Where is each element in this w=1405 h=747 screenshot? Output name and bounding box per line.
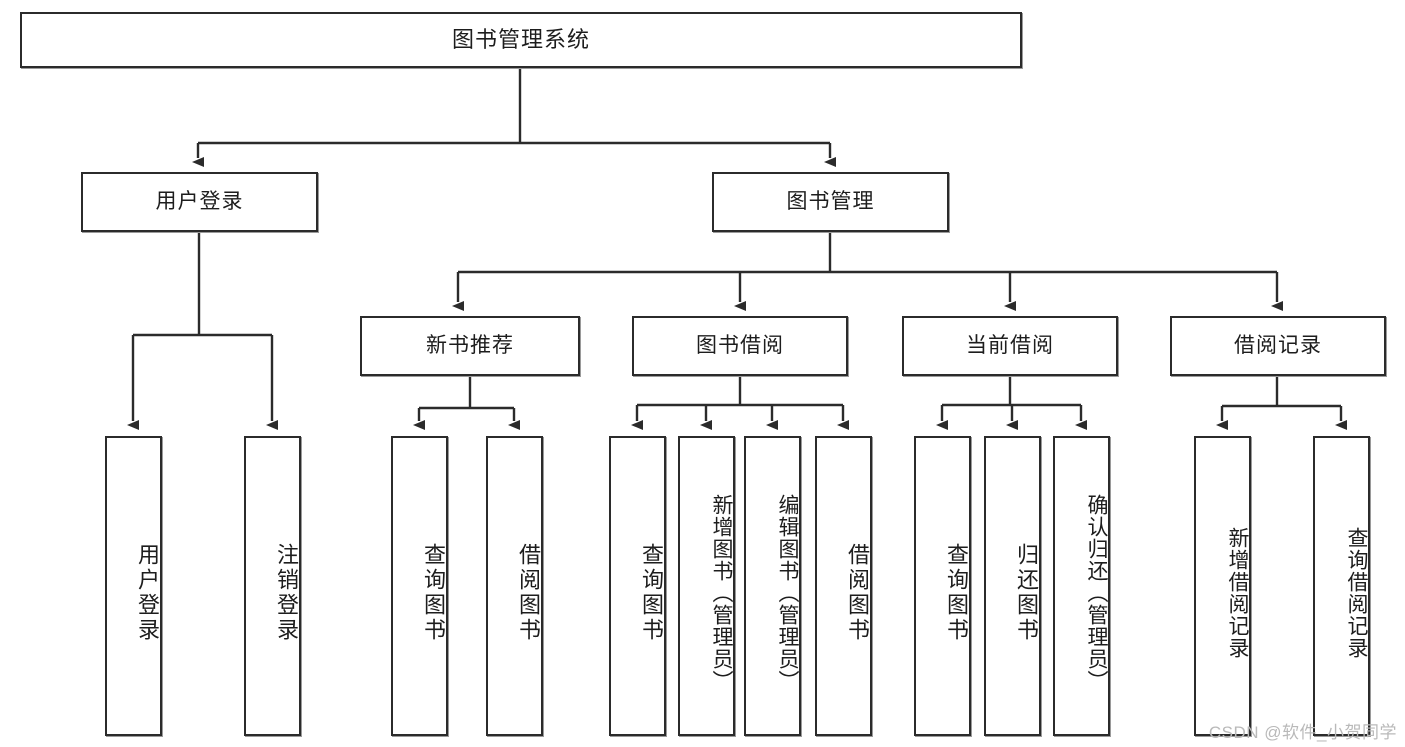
node-book-management[interactable]: 图书管理 xyxy=(712,172,949,232)
node-book-borrow[interactable]: 图书借阅 xyxy=(632,316,848,376)
leaf-new-book-query-book[interactable]: 查询图书 xyxy=(391,436,448,736)
leaf-current-borrow-confirm-return-admin[interactable]: 确认归还（管理员） xyxy=(1053,436,1110,736)
leaf-borrow-record-add-record[interactable]: 新增借阅记录 xyxy=(1194,436,1251,736)
leaf-user-login-login[interactable]: 用户登录 xyxy=(105,436,162,736)
leaf-current-borrow-return-book[interactable]: 归还图书 xyxy=(984,436,1041,736)
node-current-borrow[interactable]: 当前借阅 xyxy=(902,316,1118,376)
leaf-new-book-borrow-book[interactable]: 借阅图书 xyxy=(486,436,543,736)
node-new-book-recommend[interactable]: 新书推荐 xyxy=(360,316,580,376)
node-root-system[interactable]: 图书管理系统 xyxy=(20,12,1022,68)
leaf-current-borrow-query-book[interactable]: 查询图书 xyxy=(914,436,971,736)
leaf-book-borrow-add-book-admin[interactable]: 新增图书（管理员） xyxy=(678,436,735,736)
csdn-watermark: CSDN @软件_小贺同学 xyxy=(1208,723,1397,742)
node-user-login[interactable]: 用户登录 xyxy=(81,172,318,232)
leaf-book-borrow-borrow-book[interactable]: 借阅图书 xyxy=(815,436,872,736)
leaf-user-login-logout[interactable]: 注销登录 xyxy=(244,436,301,736)
node-borrow-record[interactable]: 借阅记录 xyxy=(1170,316,1386,376)
leaf-book-borrow-query-book[interactable]: 查询图书 xyxy=(609,436,666,736)
leaf-book-borrow-edit-book-admin[interactable]: 编辑图书（管理员） xyxy=(744,436,801,736)
leaf-borrow-record-query-record[interactable]: 查询借阅记录 xyxy=(1313,436,1370,736)
